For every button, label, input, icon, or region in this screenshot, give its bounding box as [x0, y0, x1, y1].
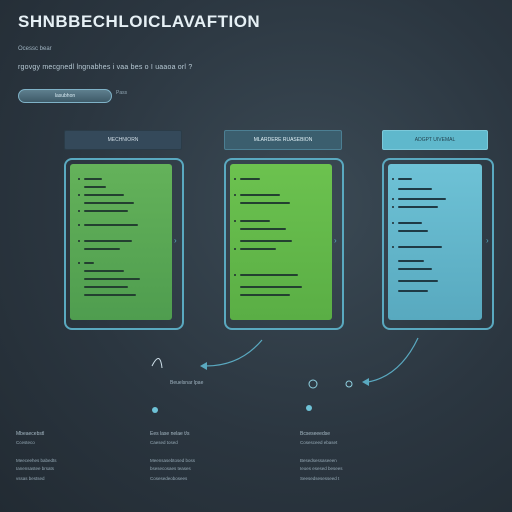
bullet-icon — [78, 210, 80, 212]
bullet-icon — [234, 220, 236, 222]
footer-col3-subtitle: Cosesceed ebaset — [300, 440, 338, 445]
footer-col1-line: Ianensastee brsats — [16, 466, 55, 471]
card-frame-2 — [224, 158, 344, 330]
bullet-icon — [392, 246, 394, 248]
footer-col2-line: Cosesedeobosees — [150, 476, 188, 481]
footer-col2-subtitle: Caesed tosed — [150, 440, 178, 445]
footer-col3-line: Besedsessaseeen — [300, 458, 337, 463]
bullet-icon — [78, 224, 80, 226]
footer-col3-line: Seesedsesesseed t — [300, 476, 340, 481]
card-frame-3 — [382, 158, 494, 330]
pill-label: lasubhon — [54, 93, 76, 99]
chevron-right-icon: › — [334, 236, 337, 245]
footer-col2-line: Meensasebtosed boss — [150, 458, 196, 463]
mode-pill-button[interactable]: lasubhon — [18, 89, 112, 103]
column-header-label: MLARDERE RUASEBION — [253, 137, 313, 143]
bullet-icon — [78, 262, 80, 264]
column-header-3[interactable]: ADGPT UIVEMAL — [382, 130, 488, 150]
chevron-right-icon: › — [174, 236, 177, 245]
column-header-1[interactable]: MECHNIORN — [64, 130, 182, 150]
card-frame-1 — [64, 158, 184, 330]
bullet-icon — [392, 206, 394, 208]
chevron-right-icon: › — [486, 236, 489, 245]
footer-col1-subtitle: Ccesteco — [16, 440, 35, 445]
card-panel-2[interactable] — [230, 164, 332, 320]
bullet-icon — [234, 194, 236, 196]
page-title: SHNBBECHLOICLAVAFTION — [18, 12, 261, 31]
bullet-icon — [392, 222, 394, 224]
flow-label: Beuelsnar lpae — [170, 380, 204, 386]
page-subtitle: Ocessc bear — [18, 46, 52, 52]
footer-col1-title: Mbeaecebstl — [16, 431, 45, 437]
footer-col2-line: bsesecosaes teases — [150, 466, 191, 471]
bullet-icon — [392, 178, 394, 180]
footer-col1-line: vssas bestsed — [16, 476, 45, 481]
bullet-icon — [234, 178, 236, 180]
bullet-icon — [234, 248, 236, 250]
bullet-icon — [234, 274, 236, 276]
column-header-label: ADGPT UIVEMAL — [414, 137, 456, 143]
bullet-icon — [78, 194, 80, 196]
footer-col1-line: Meeceehes babedts — [16, 458, 57, 463]
footer-col3-title: Bcseseeedse — [300, 431, 331, 437]
bullet-icon — [78, 240, 80, 242]
column-header-label: MECHNIORN — [107, 137, 139, 143]
footer-col2-title: Ees lase nelae t/s — [150, 431, 190, 437]
card-panel-1[interactable] — [70, 164, 172, 320]
footer-col3-line: Ieoes esesed besees — [300, 466, 343, 471]
card-panel-3[interactable] — [388, 164, 482, 320]
bullet-icon — [392, 198, 394, 200]
page-description: rgovgy mecgnedl lngnabhes i vaa bes o I … — [18, 64, 193, 71]
bullet-icon — [78, 178, 80, 180]
column-header-2[interactable]: MLARDERE RUASEBION — [224, 130, 342, 150]
pill-tag: Pass — [116, 90, 128, 96]
